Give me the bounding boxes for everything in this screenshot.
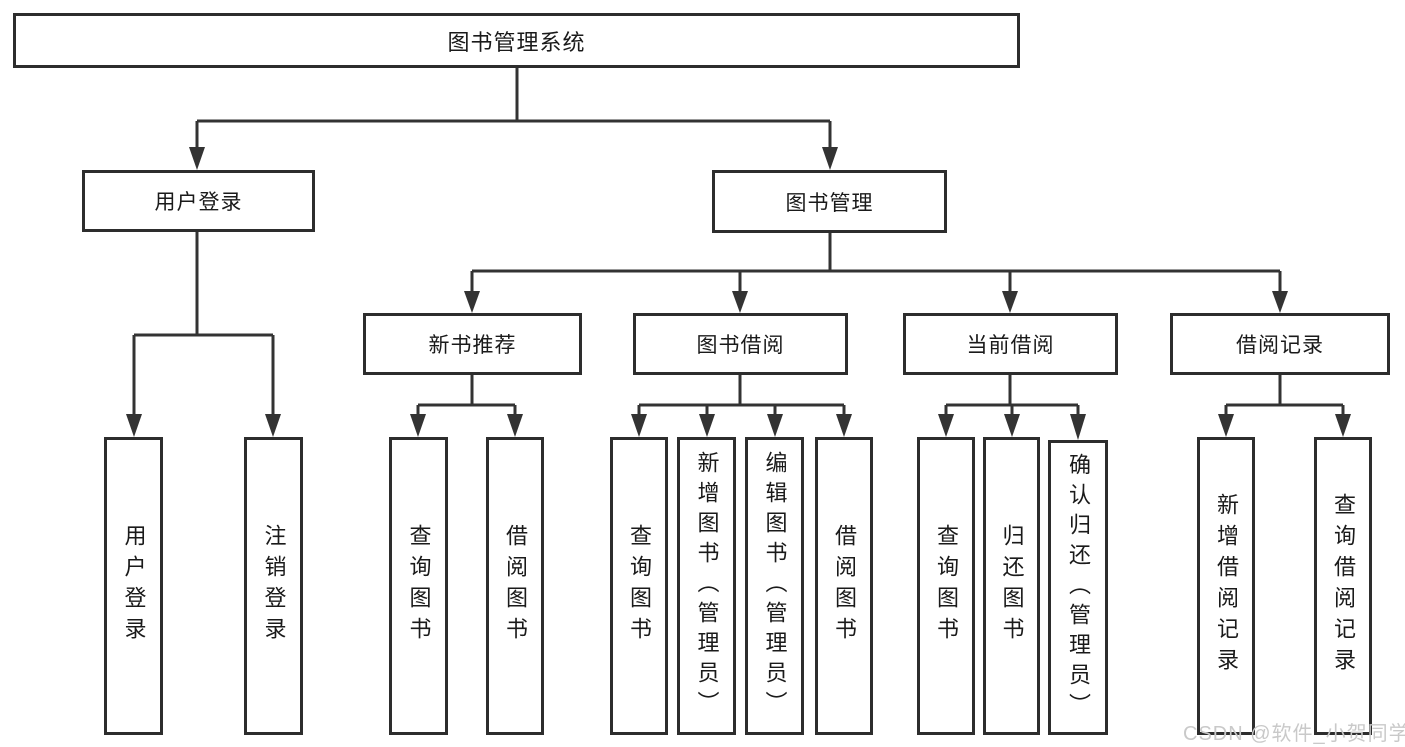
node-label: 借阅图书 bbox=[832, 524, 857, 648]
node-leaf-borrow-books: 借阅图书 bbox=[815, 437, 873, 735]
node-leaf-borrow-books-recommend: 借阅图书 bbox=[486, 437, 544, 735]
node-label: 编辑图书（管理员） bbox=[762, 451, 788, 721]
node-label: 新书推荐 bbox=[428, 334, 517, 357]
node-new-book-recommendation: 新书推荐 bbox=[363, 313, 582, 375]
csdn-watermark: CSDN @软件_小贺同学 bbox=[1183, 723, 1405, 745]
node-leaf-confirm-return-admin: 确认归还（管理员） bbox=[1048, 440, 1108, 735]
node-label: 图书管理系统 bbox=[447, 29, 586, 55]
node-leaf-query-books-recommend: 查询图书 bbox=[389, 437, 448, 735]
connector-paths bbox=[132, 68, 1345, 416]
node-leaf-edit-books-admin: 编辑图书（管理员） bbox=[745, 437, 804, 735]
node-book-management: 图书管理 bbox=[712, 170, 947, 233]
node-label: 用户登录 bbox=[154, 191, 243, 214]
node-label: 查询图书 bbox=[934, 524, 959, 648]
node-current-borrowing: 当前借阅 bbox=[903, 313, 1118, 375]
arrowheads bbox=[126, 147, 1351, 440]
node-label: 注销登录 bbox=[261, 524, 287, 648]
node-label: 当前借阅 bbox=[966, 334, 1055, 357]
node-leaf-add-books-admin: 新增图书（管理员） bbox=[677, 437, 736, 735]
node-book-borrowing: 图书借阅 bbox=[633, 313, 848, 375]
node-leaf-user-login: 用户登录 bbox=[104, 437, 163, 735]
node-label: 查询图书 bbox=[627, 524, 652, 648]
node-borrowing-records: 借阅记录 bbox=[1170, 313, 1390, 375]
node-label: 确认归还（管理员） bbox=[1066, 452, 1091, 723]
node-leaf-add-borrow-record: 新增借阅记录 bbox=[1197, 437, 1255, 735]
node-label: 新增借阅记录 bbox=[1214, 493, 1239, 679]
node-label: 查询图书 bbox=[406, 524, 432, 648]
node-label: 归还图书 bbox=[999, 524, 1025, 648]
node-leaf-logout: 注销登录 bbox=[244, 437, 303, 735]
node-label: 新增图书（管理员） bbox=[694, 451, 720, 721]
node-label: 用户登录 bbox=[121, 524, 147, 648]
node-leaf-query-books-borrowing: 查询图书 bbox=[610, 437, 668, 735]
node-leaf-query-books-current: 查询图书 bbox=[917, 437, 975, 735]
node-label: 图书借阅 bbox=[696, 334, 785, 357]
node-label: 借阅图书 bbox=[503, 524, 528, 648]
node-leaf-return-books: 归还图书 bbox=[983, 437, 1040, 735]
node-label: 借阅记录 bbox=[1236, 334, 1324, 357]
node-user-login-branch: 用户登录 bbox=[82, 170, 315, 232]
node-label: 图书管理 bbox=[785, 191, 874, 215]
node-leaf-query-borrow-record: 查询借阅记录 bbox=[1314, 437, 1372, 735]
node-library-management-system: 图书管理系统 bbox=[13, 13, 1020, 68]
node-label: 查询借阅记录 bbox=[1331, 493, 1356, 679]
